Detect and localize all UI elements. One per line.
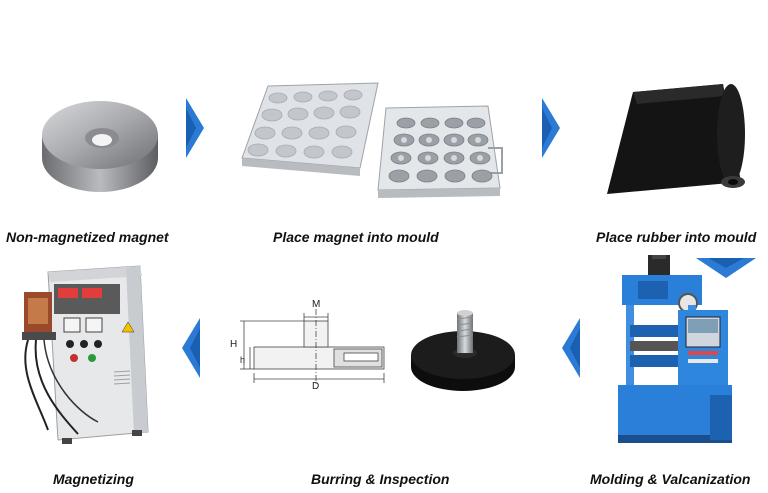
rubber-pot-magnet-image [411,310,515,391]
dimension-d-label: D [312,381,320,392]
dimension-h-label: H [230,339,238,350]
dimension-h1-label: h [240,355,246,365]
technical-drawing [240,309,385,385]
ring-magnet-image [42,101,158,192]
step-molding-valcanization [600,253,740,445]
dimension-m-label: M [312,299,321,310]
step-label-magnetizing: Magnetizing [53,471,134,487]
arrow-right-icon [184,98,204,163]
step-label-molding-valcanization: Molding & Valcanization [590,471,751,487]
step-place-magnet-into-mould [238,78,508,203]
rubber-sheet-image [607,84,745,194]
step-burring-inspection-drawing: M H h D [226,295,391,400]
hydraulic-press-image [618,253,732,443]
arrow-right-icon [540,98,560,163]
arrow-down-icon [696,256,756,283]
step-magnetizing [18,262,158,447]
step-label-non-magnetized-magnet: Non-magnetized magnet [6,229,169,245]
step-label-place-rubber-into-mould: Place rubber into mould [596,229,757,245]
step-label-burring-inspection: Burring & Inspection [311,471,450,487]
magnetizer-machine-image [22,265,149,444]
arrow-left-icon [182,318,202,383]
step-label-place-magnet-into-mould: Place magnet into mould [273,229,439,245]
mould-image [241,82,503,198]
step-place-rubber-into-mould [603,74,753,199]
step-non-magnetized-magnet [20,80,180,210]
step-burring-inspection-product [405,305,525,395]
arrow-left-icon [562,318,582,383]
